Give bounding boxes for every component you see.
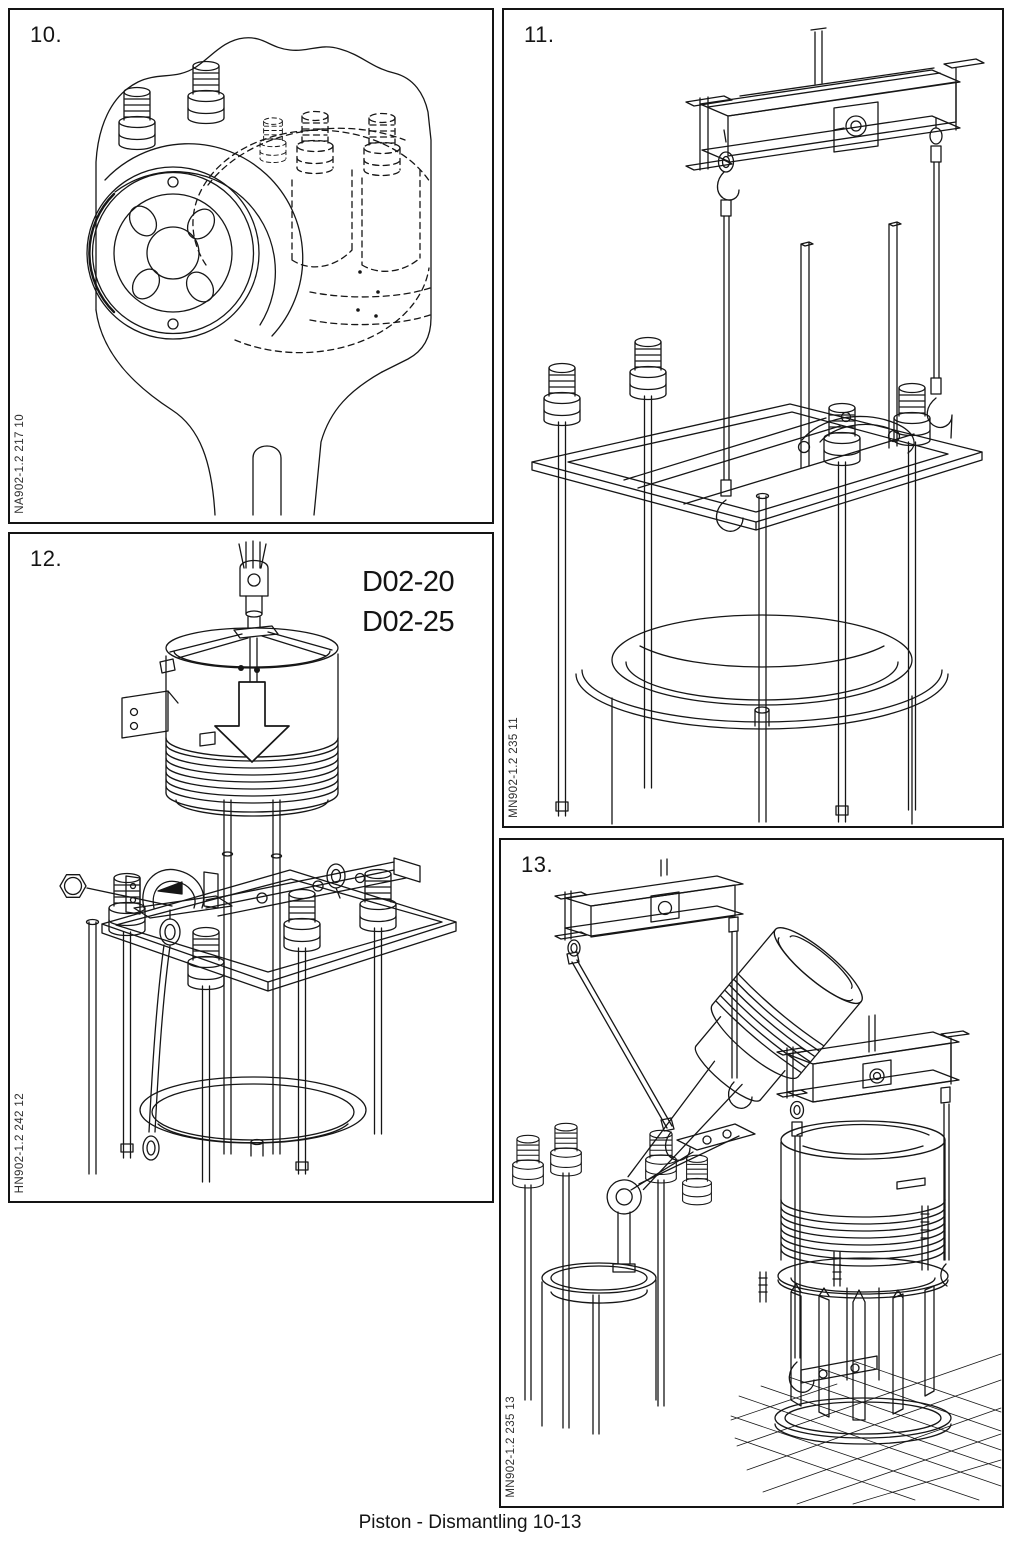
figure-panel-12: 12. D02-20 D02-25 HN902-1.2 242 12 <box>8 532 494 1203</box>
figure-code-10: NA902-1.2 217 10 <box>14 414 26 514</box>
page-caption: Piston - Dismantling 10-13 <box>358 1512 582 1533</box>
figure-code-12: HN902-1.2 242 12 <box>14 1092 26 1193</box>
figure-13-piston-removal-illustration <box>512 858 1002 1505</box>
figure-code-13: MN902-1.2 235 13 <box>505 1396 517 1498</box>
tool-ref-d02-25: D02-25 <box>362 606 455 638</box>
figure-panel-11: 11. MN902-1.2 235 11 <box>502 8 1004 828</box>
figure-12-piston-lifting-tool-illustration <box>59 540 457 1183</box>
figure-number-12: 12. <box>30 546 63 571</box>
tool-ref-d02-20: D02-20 <box>362 566 455 598</box>
figure-11-lifting-beam-and-frame-illustration <box>531 27 985 825</box>
tool-reference-labels: D02-20 D02-25 <box>362 562 455 642</box>
figure-code-11: MN902-1.2 235 11 <box>508 717 520 818</box>
figure-panel-10: 10. NA902-1.2 217 10 <box>8 8 494 524</box>
figure-10-connecting-rod-illustration <box>86 37 432 516</box>
figure-number-13: 13. <box>521 852 554 877</box>
figure-number-11: 11. <box>524 22 555 47</box>
figure-panel-13: 13. MN902-1.2 235 13 <box>499 838 1004 1508</box>
figure-number-10: 10. <box>30 22 63 47</box>
